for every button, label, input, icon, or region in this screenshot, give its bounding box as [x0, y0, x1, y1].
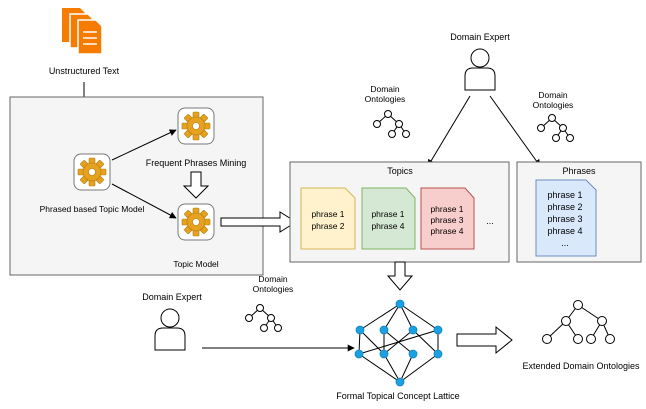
extended-ontologies-label: Extended Domain Ontologies	[522, 361, 640, 371]
gear-icon-frequent-phrases	[177, 107, 215, 145]
phrases-line-2: phrase 2	[547, 202, 582, 212]
topic-model-label: Topic Model	[173, 259, 218, 269]
process-panel	[9, 96, 264, 276]
domain-ontologies-topics-label-2: Ontologies	[365, 94, 406, 104]
topic-card-3-line-1: phrase 1	[430, 204, 463, 214]
phrases-line-3: phrase 3	[547, 214, 582, 224]
topic-card-1-line-1: phrase 1	[311, 209, 344, 219]
concept-lattice	[354, 299, 443, 387]
phrases-title: Phrases	[562, 166, 596, 176]
topic-card-1: phrase 1 phrase 2	[300, 187, 356, 250]
phrases-line-5: ...	[561, 238, 569, 248]
block-arrow-to-topics	[220, 211, 297, 233]
frequent-phrases-mining-label: Frequent Phrases Mining	[146, 158, 247, 168]
edge-to-topic-model	[111, 183, 177, 219]
unstructured-text-label: Unstructured Text	[49, 66, 120, 76]
documents-icon	[62, 8, 103, 55]
topics-ellipsis: ...	[486, 216, 494, 226]
topic-card-2: phrase 1 phrase 4	[361, 187, 416, 250]
domain-expert-bottom-label: Domain Expert	[142, 292, 202, 302]
topic-card-1-line-2: phrase 2	[311, 221, 344, 231]
domain-expert-bottom-icon	[154, 308, 186, 351]
topic-card-3-line-3: phrase 4	[430, 226, 463, 236]
domain-ontologies-phrases-label-1: Domain	[538, 90, 568, 100]
block-arrow-mining-to-topic	[182, 171, 210, 199]
gear-icon-phrase-topic-model	[73, 153, 111, 191]
domain-ontologies-topics-label-1: Domain	[370, 84, 400, 94]
block-arrow-to-lattice	[386, 261, 414, 291]
edge-expert-to-phrases	[489, 95, 541, 167]
topic-card-2-line-2: phrase 4	[371, 221, 404, 231]
topic-card-3: phrase 1 phrase 3 phrase 4	[420, 187, 475, 250]
ontology-tree-icon-topics	[373, 110, 410, 138]
ontology-tree-icon-bottom	[245, 304, 282, 332]
ontology-tree-icon-phrases	[537, 114, 574, 142]
domain-expert-top-icon	[464, 48, 496, 91]
block-arrow-to-extended	[456, 325, 513, 355]
domain-expert-top-label: Domain Expert	[450, 32, 510, 42]
phrases-line-1: phrase 1	[547, 190, 582, 200]
edge-to-frequent-phrases	[111, 129, 177, 161]
gear-icon-topic-model	[177, 203, 215, 241]
domain-ontologies-bottom-label-2: Ontologies	[253, 284, 294, 294]
extended-ontology-tree-icon	[542, 300, 615, 344]
topic-card-2-line-1: phrase 1	[371, 209, 404, 219]
domain-ontologies-phrases-label-2: Ontologies	[533, 100, 574, 110]
topics-title: Topics	[387, 166, 413, 176]
edge-expert-to-topics	[427, 95, 471, 167]
phrases-card: phrase 1 phrase 2 phrase 3 phrase 4 ...	[535, 179, 597, 257]
phrases-line-4: phrase 4	[547, 226, 582, 236]
topic-card-3-line-2: phrase 3	[430, 215, 463, 225]
phrase-based-topic-model-label: Phrased based Topic Model	[40, 204, 145, 214]
formal-lattice-label: Formal Topical Concept Lattice	[336, 391, 459, 401]
domain-ontologies-bottom-label-1: Domain	[258, 274, 288, 284]
